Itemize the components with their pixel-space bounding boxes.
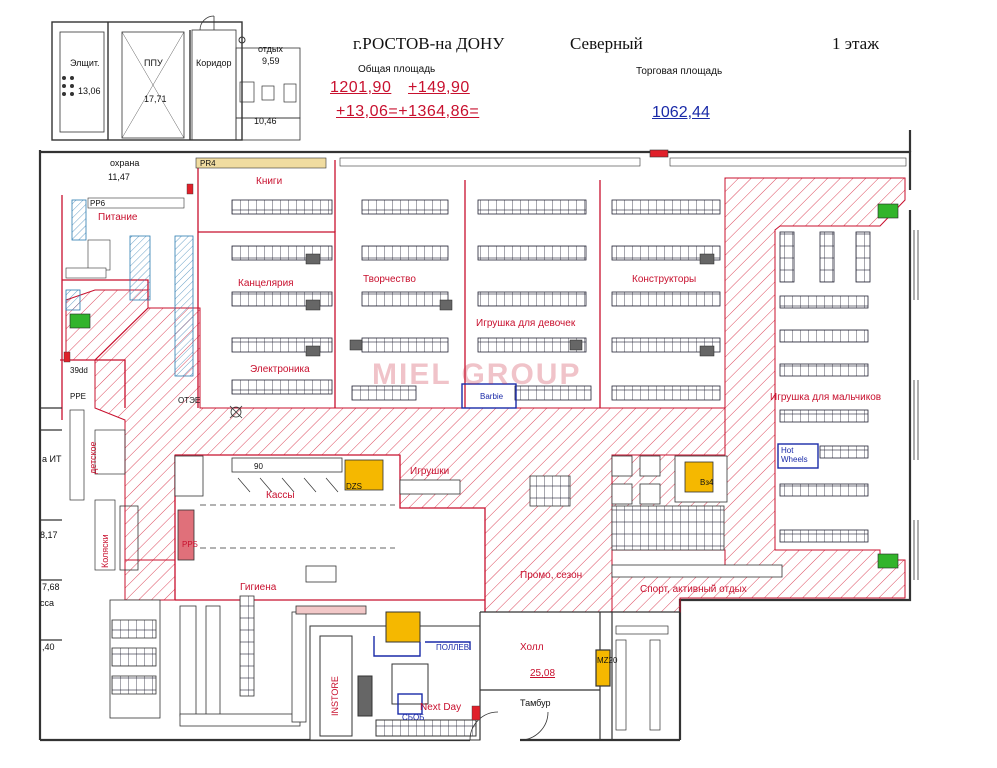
- room-hall-area: 25,08: [530, 668, 556, 679]
- watermark: MIEL GROUP: [372, 358, 582, 391]
- right-windows: [913, 230, 919, 580]
- zone-sport: Спорт, активный отдых: [640, 584, 747, 595]
- cashier-area: [174, 455, 571, 561]
- zone-creativity: Творчество: [363, 274, 416, 285]
- room-left-it: а ИТ: [42, 454, 62, 464]
- fire-cabinets: [69, 203, 899, 569]
- zone-toys: Игрушки: [410, 466, 450, 477]
- room-elshit-area: 13,06: [78, 86, 101, 96]
- city-title: г.РОСТОВ-на ДОНУ: [353, 34, 505, 53]
- zone-hot-wheels: Hot Wheels: [781, 446, 808, 464]
- label-cbob: СБОБ: [402, 713, 425, 722]
- safety-markers: [63, 183, 481, 721]
- label-ppb: PPБ: [182, 540, 198, 549]
- trade-area-label: Торговая площадь: [636, 66, 723, 77]
- label-ppe: PPE: [70, 392, 87, 401]
- room-elshit: Элщит.: [70, 58, 100, 68]
- zone-instore: INSTORE: [330, 676, 340, 716]
- room-left-b: 7,68: [42, 582, 60, 592]
- room-ppu: ППУ: [144, 58, 163, 68]
- label-delivery: ПОЛЛЕВ: [436, 643, 470, 652]
- service-block: [51, 15, 301, 141]
- zone-girls-toys: Игрушка для девочек: [476, 318, 576, 329]
- left-rooms: [40, 407, 139, 641]
- fan-symbol: [229, 405, 243, 419]
- electrical-dots: [62, 36, 246, 96]
- gondolas-creativity: [351, 199, 449, 401]
- gondolas-boys: [779, 231, 871, 543]
- food-shelves: [65, 199, 194, 377]
- room-security-area: 11,47: [108, 172, 130, 182]
- room-security: охрана: [110, 158, 140, 168]
- total-area-label: Общая площадь: [358, 64, 436, 75]
- zone-promo: Промо, сезон: [520, 570, 583, 581]
- zone-boys-toys: Игрушка для мальчиков: [770, 392, 882, 403]
- zone-checkouts: Кассы: [266, 490, 295, 501]
- hall: [469, 611, 680, 741]
- room-rest-area: 9,59: [262, 56, 280, 66]
- room-tambur: Тамбур: [520, 698, 551, 708]
- trade-area-value: 1062,44: [652, 104, 710, 121]
- label-cash: Вз4: [700, 478, 714, 487]
- label-oe: ОТЭЕ: [178, 396, 201, 405]
- label-mz20: MZ20: [597, 656, 618, 665]
- hatched-aisles: [65, 177, 906, 613]
- room-corridor: Коридор: [196, 58, 232, 68]
- zone-next-day: Next Day: [420, 702, 462, 713]
- zone-electronics: Электроника: [250, 364, 310, 375]
- top-wall-shelves: [195, 157, 907, 169]
- gondolas-girls: [477, 199, 592, 401]
- label-pr4: PR4: [200, 159, 216, 168]
- hygiene-area: [109, 565, 367, 727]
- store-name: Северный: [570, 34, 643, 53]
- total-area-line1b: +149,90: [408, 79, 470, 96]
- hall-right-fixtures: [615, 625, 669, 731]
- zone-stationery: Канцелярия: [238, 278, 294, 289]
- room-ppu-area: 17,71: [144, 94, 167, 104]
- room-hall: Холл: [520, 642, 544, 653]
- zone-books: Книги: [256, 176, 283, 187]
- blue-routes: [373, 383, 819, 715]
- total-area-line2: +13,06=+1364,86=: [336, 103, 480, 120]
- room-wc-area: 10,46: [254, 116, 277, 126]
- room-left-a: 8,17: [40, 530, 58, 540]
- label-dzs: DZS: [346, 482, 362, 491]
- zone-hygiene: Гигиена: [240, 582, 277, 593]
- dark-end-caps: [305, 253, 715, 357]
- label-pr6: PP6: [90, 199, 106, 208]
- checkout-lanes: [200, 477, 395, 549]
- red-door-marker: [649, 149, 669, 158]
- zone-kids: детское: [88, 441, 98, 474]
- label-90: 90: [254, 462, 263, 471]
- zone-food: Питание: [98, 212, 138, 223]
- gondolas-constructors: [611, 199, 721, 401]
- food-pr6-boxes: [65, 197, 185, 279]
- zone-constructors: Конструкторы: [632, 274, 697, 285]
- floor-label: 1 этаж: [832, 34, 879, 53]
- room-left-b-name: сса: [40, 598, 55, 608]
- room-left-c: ,40: [42, 642, 55, 652]
- room-rest: отдых: [258, 44, 283, 54]
- zone-barbie: Barbie: [480, 392, 504, 401]
- sport-fixtures: [611, 455, 783, 578]
- zone-carriages: Коляски: [100, 534, 110, 568]
- total-area-line1a: 1201,90: [330, 79, 392, 96]
- label-ddd: 39dd: [70, 366, 88, 375]
